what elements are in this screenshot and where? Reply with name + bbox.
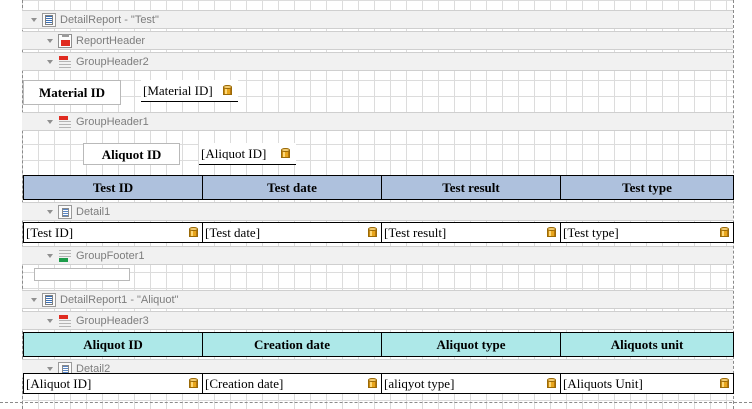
test-detail-text-2: [Test result] bbox=[384, 225, 447, 240]
test-detail-cell-1[interactable]: [Test date] bbox=[202, 222, 382, 243]
material-id-label-text: Material ID bbox=[38, 85, 106, 100]
aliquot-table-header-text-3: Aliquots unit bbox=[610, 337, 684, 352]
groupfooter1-empty-control[interactable] bbox=[34, 268, 130, 281]
database-field-icon[interactable] bbox=[223, 85, 232, 96]
detail-report-icon bbox=[42, 12, 56, 27]
band-header-groupheader2[interactable]: GroupHeader2 bbox=[22, 52, 733, 71]
aliquot-detail-cell-2[interactable]: [aliqyot type] bbox=[381, 373, 561, 394]
aliquot-table-header-text-0: Aliquot ID bbox=[83, 337, 143, 352]
database-field-icon[interactable] bbox=[547, 378, 556, 389]
group-footer-icon bbox=[58, 249, 72, 263]
aliquot-detail-cell-1[interactable]: [Creation date] bbox=[202, 373, 382, 394]
band-label-groupheader2: GroupHeader2 bbox=[76, 55, 149, 68]
chevron-down-icon[interactable] bbox=[28, 13, 41, 26]
group-header-icon bbox=[58, 314, 72, 328]
aliquot-id-field-text: [Aliquot ID] bbox=[201, 147, 267, 160]
aliquot-table-header-cell-3[interactable]: Aliquots unit bbox=[560, 332, 734, 357]
band-label-detailreport-test: DetailReport - "Test" bbox=[60, 13, 159, 26]
chevron-down-icon[interactable] bbox=[28, 293, 41, 306]
test-table-header-cell-1[interactable]: Test date bbox=[202, 175, 382, 200]
band-label-reportheader: ReportHeader bbox=[76, 34, 146, 47]
database-field-icon[interactable] bbox=[368, 378, 377, 389]
material-id-label[interactable]: Material ID bbox=[23, 80, 121, 105]
database-field-icon[interactable] bbox=[281, 148, 290, 159]
test-detail-text-1: [Test date] bbox=[205, 225, 261, 240]
database-field-icon[interactable] bbox=[189, 227, 198, 238]
band-header-detailreport1-aliquot[interactable]: DetailReport1 - "Aliquot" bbox=[22, 290, 733, 309]
database-field-icon[interactable] bbox=[720, 227, 729, 238]
chevron-down-icon[interactable] bbox=[44, 34, 57, 47]
aliquot-detail-text-3: [Aliquots Unit] bbox=[563, 376, 643, 391]
test-detail-cell-2[interactable]: [Test result] bbox=[381, 222, 561, 243]
chevron-down-icon[interactable] bbox=[44, 115, 57, 128]
test-table-header-text-3: Test type bbox=[622, 180, 672, 195]
chevron-down-icon[interactable] bbox=[44, 362, 57, 375]
aliquot-table-header-cell-2[interactable]: Aliquot type bbox=[381, 332, 561, 357]
test-detail-cell-3[interactable]: [Test type] bbox=[560, 222, 734, 243]
band-label-groupheader3: GroupHeader3 bbox=[76, 314, 149, 327]
band-label-detail1: Detail1 bbox=[76, 205, 111, 218]
group-header-icon bbox=[58, 55, 72, 69]
chevron-down-icon[interactable] bbox=[44, 205, 57, 218]
database-field-icon[interactable] bbox=[547, 227, 556, 238]
aliquot-table-header-text-1: Creation date bbox=[254, 337, 330, 352]
database-field-icon[interactable] bbox=[189, 378, 198, 389]
detail-band-icon bbox=[58, 204, 72, 219]
page-margin-bottom bbox=[0, 402, 752, 403]
aliquot-id-field[interactable]: [Aliquot ID] bbox=[199, 143, 296, 165]
material-id-field[interactable]: [Material ID] bbox=[141, 80, 238, 102]
chevron-down-icon[interactable] bbox=[44, 55, 57, 68]
band-header-groupfooter1[interactable]: GroupFooter1 bbox=[22, 246, 733, 265]
page-margin-right bbox=[733, 0, 734, 409]
band-label-groupheader1: GroupHeader1 bbox=[76, 115, 149, 128]
band-header-groupheader3[interactable]: GroupHeader3 bbox=[22, 311, 733, 330]
report-header-icon bbox=[58, 33, 72, 48]
aliquot-detail-text-1: [Creation date] bbox=[205, 376, 284, 391]
group-header-icon bbox=[58, 115, 72, 129]
band-label-detail2: Detail2 bbox=[76, 362, 111, 375]
test-table-header-text-0: Test ID bbox=[92, 180, 134, 195]
aliquot-id-label-text: Aliquot ID bbox=[101, 146, 162, 162]
chevron-down-icon[interactable] bbox=[44, 314, 57, 327]
aliquot-detail-cell-0[interactable]: [Aliquot ID] bbox=[23, 373, 203, 394]
test-table-header-cell-0[interactable]: Test ID bbox=[23, 175, 203, 200]
band-header-detailreport-test[interactable]: DetailReport - "Test" bbox=[22, 10, 733, 29]
test-table-header-text-2: Test result bbox=[442, 180, 500, 195]
test-table-header-cell-2[interactable]: Test result bbox=[381, 175, 561, 200]
aliquot-id-label[interactable]: Aliquot ID bbox=[83, 143, 180, 165]
test-detail-text-3: [Test type] bbox=[563, 225, 619, 240]
test-table-header-text-1: Test date bbox=[267, 180, 317, 195]
band-label-groupfooter1: GroupFooter1 bbox=[76, 249, 145, 262]
band-header-detail1[interactable]: Detail1 bbox=[22, 202, 733, 221]
test-detail-text-0: [Test ID] bbox=[26, 225, 74, 240]
detail-report-icon bbox=[42, 292, 56, 307]
band-label-detailreport1-aliquot: DetailReport1 - "Aliquot" bbox=[60, 293, 179, 306]
aliquot-detail-cell-3[interactable]: [Aliquots Unit] bbox=[560, 373, 734, 394]
aliquot-table-header-cell-1[interactable]: Creation date bbox=[202, 332, 382, 357]
aliquot-table-header-text-2: Aliquot type bbox=[436, 337, 506, 352]
band-header-groupheader1[interactable]: GroupHeader1 bbox=[22, 112, 733, 131]
database-field-icon[interactable] bbox=[720, 378, 729, 389]
material-id-field-text: [Material ID] bbox=[143, 84, 213, 97]
test-detail-cell-0[interactable]: [Test ID] bbox=[23, 222, 203, 243]
chevron-down-icon[interactable] bbox=[44, 249, 57, 262]
aliquot-table-header-cell-0[interactable]: Aliquot ID bbox=[23, 332, 203, 357]
aliquot-detail-text-0: [Aliquot ID] bbox=[26, 376, 92, 391]
test-table-header-cell-3[interactable]: Test type bbox=[560, 175, 734, 200]
band-header-reportheader[interactable]: ReportHeader bbox=[22, 31, 733, 50]
database-field-icon[interactable] bbox=[368, 227, 377, 238]
aliquot-detail-text-2: [aliqyot type] bbox=[384, 376, 455, 391]
